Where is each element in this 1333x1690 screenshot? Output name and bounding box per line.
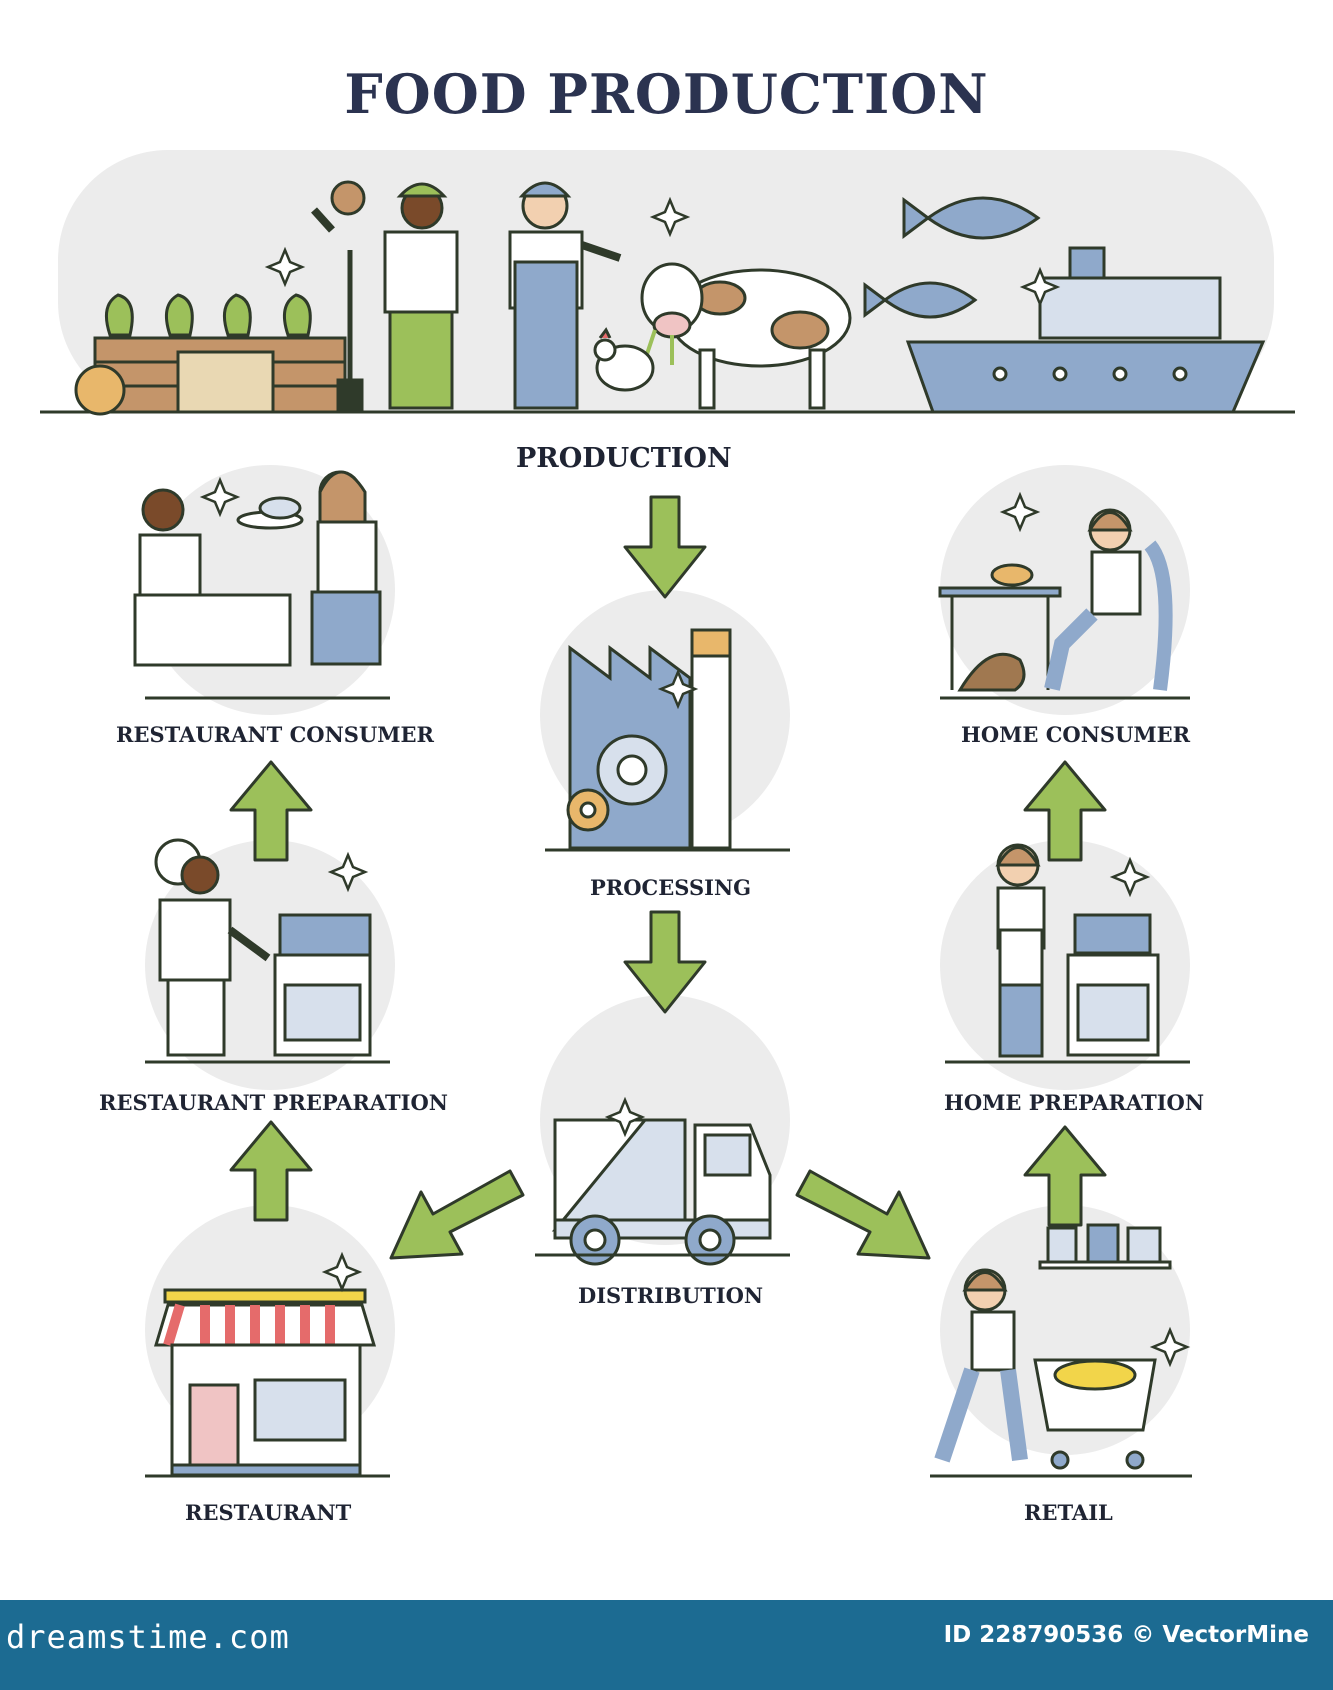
sparkle-icons [199,196,1191,1368]
label-retail: RETAIL [1024,1500,1113,1525]
cow-icon [593,262,852,410]
waiter-serving-diner-icon [133,470,390,700]
label-restaurant-consumer: RESTAURANT CONSUMER [116,722,434,747]
label-home-preparation: HOME PREPARATION [944,1090,1205,1115]
arrow-restaurant-to-preparation [229,1120,313,1222]
woman-at-stove-icon [945,843,1190,1064]
diagram-artwork [40,150,1295,1478]
footer-image-id: ID 228790536 © VectorMine [943,1622,1309,1648]
fishing-boat-icon [863,196,1266,414]
arrow-distribution-to-restaurant [389,1169,525,1260]
label-processing: PROCESSING [590,875,752,900]
arrow-home-preparation-to-consumer [1023,760,1107,862]
label-restaurant-preparation: RESTAURANT PREPARATION [99,1090,448,1115]
flow-arrows [229,495,1107,1260]
arrow-retail-to-home-preparation [1023,1125,1107,1227]
truck-icon [535,1118,790,1266]
label-production: PRODUCTION [516,443,732,474]
arrow-processing-to-distribution [623,910,707,1014]
page-title: FOOD PRODUCTION [344,62,989,126]
woman-eating-at-table-icon [938,508,1190,700]
label-home-consumer: HOME CONSUMER [961,722,1191,747]
label-restaurant: RESTAURANT [185,1500,352,1525]
chef-at-stove-icon [145,838,390,1064]
footer-brand: dreamstime.com [6,1618,290,1656]
arrow-distribution-to-retail [795,1169,931,1260]
arrow-preparation-to-consumer [229,760,313,862]
factory-icon [545,628,790,852]
shopper-with-cart-icon [930,1223,1192,1478]
arrow-production-to-processing [623,495,707,599]
label-distribution: DISTRIBUTION [578,1283,764,1308]
footer-bar: dreamstime.com ID 228790536 © VectorMine [0,1600,1333,1690]
restaurant-storefront-icon [145,1288,390,1478]
farm-scene-icon [74,180,622,416]
